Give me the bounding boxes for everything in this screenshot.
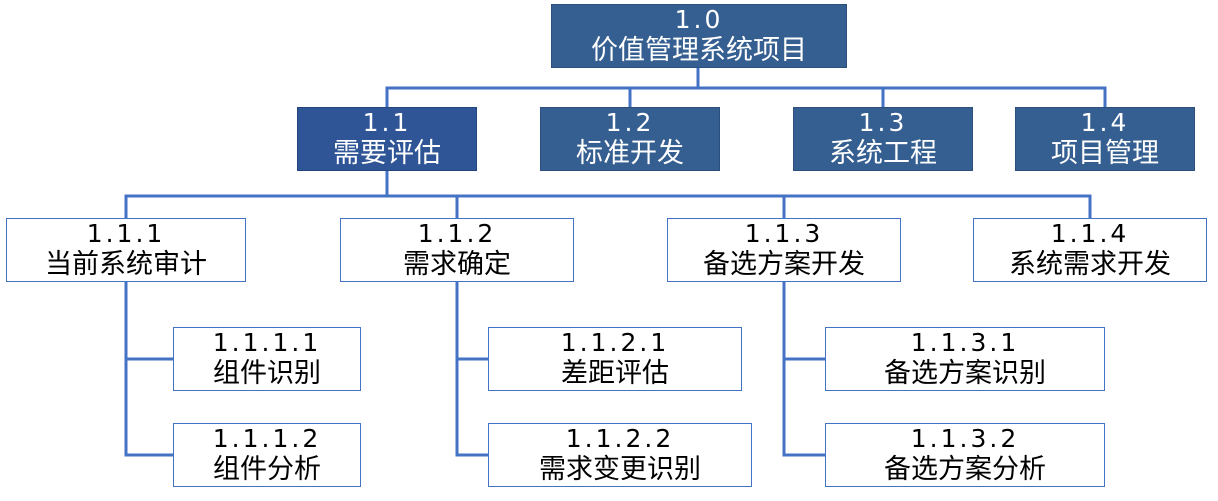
node-label: 备选方案开发 [703, 248, 865, 280]
node-code: 1.1.2.2 [565, 423, 675, 453]
node-code: 1.0 [674, 4, 724, 34]
node-1-1-1-1: 1.1.1.1 组件识别 [173, 327, 361, 391]
node-1-1-4: 1.1.4 系统需求开发 [973, 218, 1207, 282]
node-1-1-1: 1.1.1 当前系统审计 [6, 218, 246, 282]
node-code: 1.3 [858, 107, 908, 137]
node-1-0: 1.0 价值管理系统项目 [551, 4, 847, 68]
node-code: 1.1.3 [744, 218, 824, 248]
node-code: 1.1.3.1 [910, 327, 1020, 357]
node-label: 系统工程 [829, 137, 937, 169]
node-code: 1.1.3.2 [910, 423, 1020, 453]
node-1-3: 1.3 系统工程 [793, 107, 973, 171]
node-1-2: 1.2 标准开发 [540, 107, 720, 171]
node-label: 需要评估 [333, 137, 441, 169]
node-1-1-3-2: 1.1.3.2 备选方案分析 [825, 423, 1105, 487]
node-1-4: 1.4 项目管理 [1015, 107, 1195, 171]
node-code: 1.1 [362, 107, 412, 137]
node-code: 1.2 [605, 107, 655, 137]
node-label: 差距评估 [561, 357, 669, 389]
node-label: 系统需求开发 [1009, 248, 1171, 280]
node-code: 1.4 [1080, 107, 1130, 137]
node-1-1-3: 1.1.3 备选方案开发 [667, 218, 901, 282]
node-1-1-1-2: 1.1.1.2 组件分析 [173, 423, 361, 487]
node-label: 当前系统审计 [45, 248, 207, 280]
node-label: 项目管理 [1051, 137, 1159, 169]
node-label: 需求确定 [403, 248, 511, 280]
node-code: 1.1.4 [1050, 218, 1130, 248]
node-code: 1.1.1.2 [212, 423, 322, 453]
node-label: 价值管理系统项目 [591, 34, 807, 66]
node-label: 需求变更识别 [539, 453, 701, 485]
node-code: 1.1.2.1 [560, 327, 670, 357]
node-label: 组件分析 [213, 453, 321, 485]
node-label: 备选方案分析 [884, 453, 1046, 485]
node-code: 1.1.1.1 [212, 327, 322, 357]
node-1-1-2-2: 1.1.2.2 需求变更识别 [488, 423, 752, 487]
node-code: 1.1.2 [417, 218, 497, 248]
node-1-1-2-1: 1.1.2.1 差距评估 [488, 327, 742, 391]
node-label: 组件识别 [213, 357, 321, 389]
node-code: 1.1.1 [86, 218, 166, 248]
node-label: 标准开发 [576, 137, 684, 169]
node-1-1: 1.1 需要评估 [297, 107, 477, 171]
node-label: 备选方案识别 [884, 357, 1046, 389]
node-1-1-2: 1.1.2 需求确定 [340, 218, 574, 282]
node-1-1-3-1: 1.1.3.1 备选方案识别 [825, 327, 1105, 391]
